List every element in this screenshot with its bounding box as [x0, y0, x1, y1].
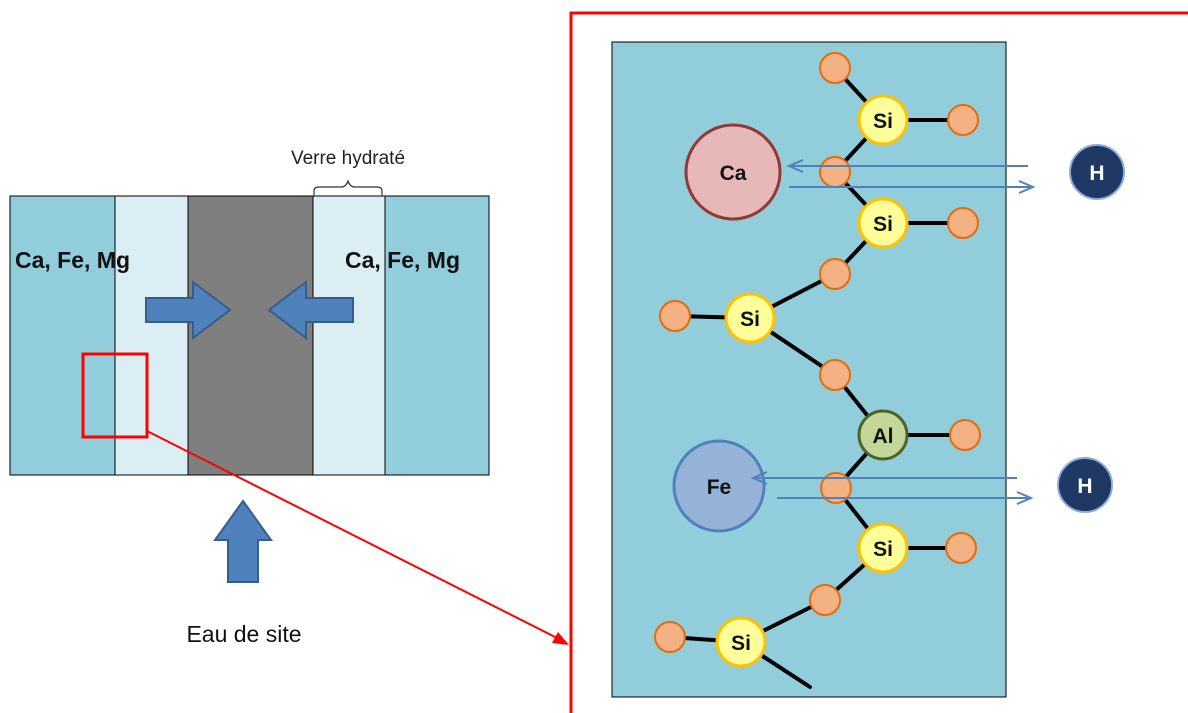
glass-outer-right	[384, 195, 490, 476]
oxygen-atom	[947, 104, 979, 136]
fe-out-arrowhead	[750, 471, 768, 485]
oxygen-atom	[819, 359, 851, 391]
silicon-atom	[724, 292, 776, 344]
zoom-frame	[569, 11, 1188, 713]
iron-label: Fe	[707, 476, 732, 499]
glass-outer-left	[9, 195, 116, 476]
zoom-pointer-arrowhead	[552, 632, 569, 645]
glass-section	[9, 195, 490, 476]
silicon-label: Si	[873, 538, 893, 561]
hydrogen-label: H	[1077, 475, 1092, 498]
silicon-atom	[857, 197, 909, 249]
exchange-arrows	[750, 159, 1036, 505]
zoom-highlight-box	[81, 352, 149, 439]
oxygen-atom	[945, 532, 977, 564]
molecular-structure-panel	[611, 41, 1007, 698]
h-in-arrowhead-bottom	[1016, 491, 1034, 505]
silicon-label: Si	[740, 308, 760, 331]
silicon-atom	[715, 616, 767, 668]
oxygen-atom	[949, 419, 981, 451]
hydrated-layer-left	[114, 195, 189, 476]
oxygen-atom	[659, 300, 691, 332]
oxygen-atom	[819, 52, 851, 84]
oxygen-atoms	[654, 52, 981, 653]
block-arrow-up-icon	[213, 499, 273, 583]
oxygen-atom	[654, 621, 686, 653]
oxygen-atom	[819, 156, 851, 188]
block-arrow-right-icon	[145, 279, 232, 341]
aluminium-atom	[857, 409, 909, 461]
silicon-label: Si	[731, 632, 751, 655]
silicon-label: Si	[873, 110, 893, 133]
calcium-ion	[684, 123, 782, 221]
silicon-atom	[857, 522, 909, 574]
hydrated-layer-right	[312, 195, 386, 476]
glass-core	[187, 195, 314, 476]
elements-label-right: Ca, Fe, Mg	[345, 247, 460, 273]
aluminium-label: Al	[873, 425, 894, 448]
oxygen-atom	[819, 258, 851, 290]
calcium-label: Ca	[720, 162, 747, 185]
verre-hydrate-label: Verre hydraté	[291, 148, 405, 169]
zoom-pointer-line	[146, 430, 564, 642]
silicon-atom	[857, 94, 909, 146]
iron-ion	[672, 439, 766, 533]
hydrogen-label: H	[1089, 162, 1104, 185]
silicon-atoms: Si Si Si Si Si	[715, 94, 909, 668]
elements-label-left: Ca, Fe, Mg	[15, 247, 130, 273]
oxygen-atom	[947, 207, 979, 239]
block-arrow-left-icon	[267, 279, 354, 341]
silicon-label: Si	[873, 213, 893, 236]
oxygen-atom	[809, 584, 841, 616]
hydrogen-ion	[1069, 144, 1125, 200]
oxygen-atom	[820, 472, 852, 504]
hydrated-brace	[313, 179, 383, 196]
hydrogen-ion	[1057, 457, 1113, 513]
eau-de-site-label: Eau de site	[186, 621, 301, 647]
h-in-arrowhead-top	[1018, 180, 1036, 194]
ca-out-arrowhead	[786, 159, 804, 173]
